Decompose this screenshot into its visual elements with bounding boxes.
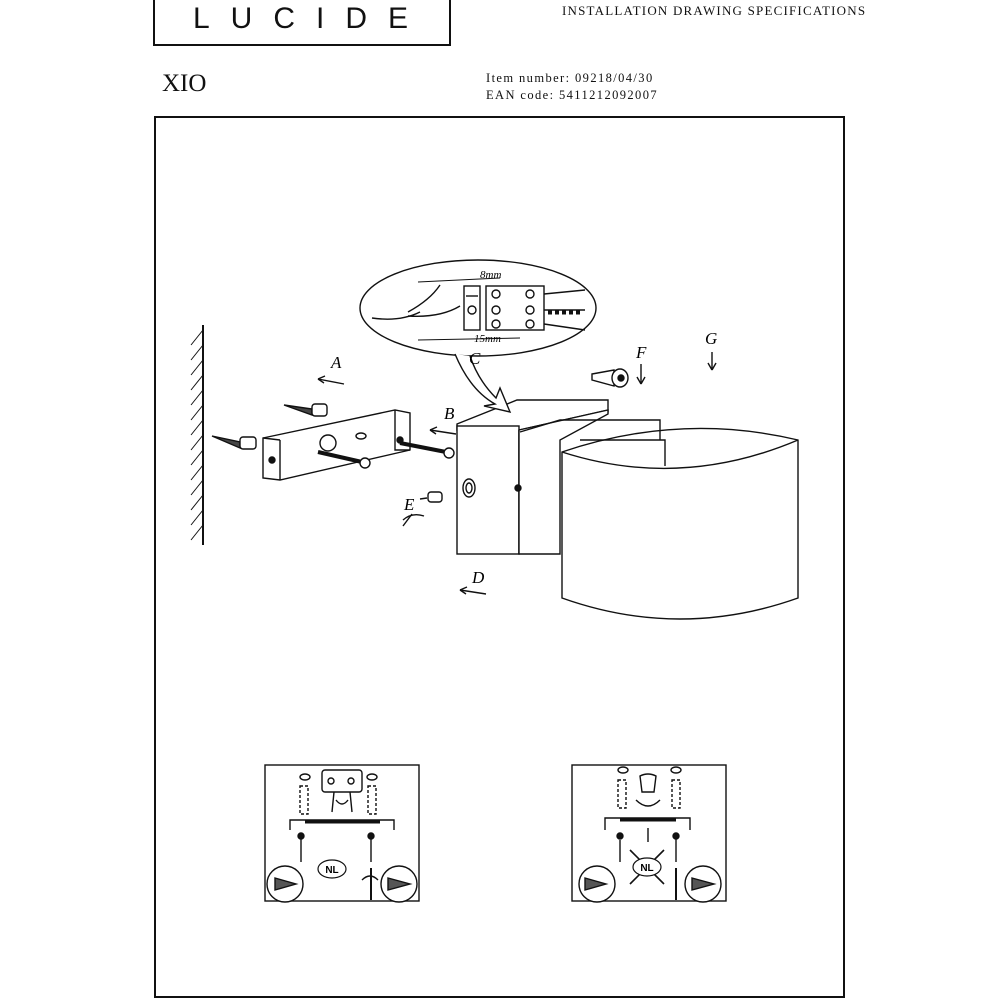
mounting-panel-left bbox=[264, 764, 420, 903]
label-b: B bbox=[444, 404, 455, 423]
brand-logo: LUCIDE bbox=[153, 0, 451, 46]
bulb-cap bbox=[591, 368, 629, 388]
drawing-frame bbox=[154, 116, 845, 998]
item-number: Item number: 09218/04/30 bbox=[486, 71, 654, 85]
document-title: INSTALLATION DRAWING SPECIFICATIONS bbox=[562, 3, 867, 18]
insulation-length-label: 15mm bbox=[474, 333, 501, 345]
fixture-housing bbox=[456, 399, 609, 555]
fixture-shade bbox=[519, 419, 799, 620]
bracket-screw-2 bbox=[399, 441, 455, 459]
mounting-panel-right bbox=[571, 764, 727, 903]
mounting-bracket bbox=[262, 409, 411, 481]
bracket-screw-1 bbox=[317, 450, 371, 469]
label-f: F bbox=[635, 343, 647, 362]
product-name: XIO bbox=[162, 70, 207, 97]
label-g: G bbox=[705, 329, 717, 348]
product-codes: Item number: 09218/04/30 EAN code: 54112… bbox=[486, 70, 658, 104]
nl-badge-right: NL bbox=[640, 863, 653, 874]
wall-screw-upper bbox=[283, 403, 328, 417]
nl-badge-left: NL bbox=[325, 865, 338, 876]
strip-length-label: 8mm bbox=[480, 269, 501, 281]
arrow-a bbox=[317, 375, 345, 385]
label-e: E bbox=[403, 495, 415, 514]
ean-code: EAN code: 5411212092007 bbox=[486, 88, 658, 102]
arrow-d bbox=[459, 586, 487, 595]
brand-logo-text: LUCIDE bbox=[192, 2, 430, 35]
label-c: C bbox=[469, 349, 481, 368]
wiring-detail-bubble bbox=[359, 259, 597, 413]
arrow-g bbox=[707, 352, 717, 371]
label-a: A bbox=[330, 353, 342, 372]
wall-screw-lower bbox=[211, 435, 257, 450]
arrow-f bbox=[636, 364, 646, 385]
wall-graphic bbox=[190, 325, 204, 545]
arrow-b bbox=[429, 426, 457, 435]
grub-screw bbox=[419, 491, 443, 503]
rotate-arrow-e bbox=[402, 513, 425, 527]
label-d: D bbox=[471, 568, 485, 587]
